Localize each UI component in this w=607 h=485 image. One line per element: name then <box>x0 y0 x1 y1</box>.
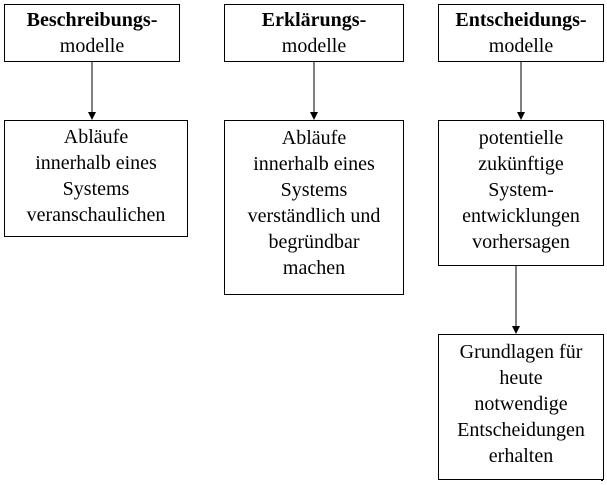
box-text-line: Abläufe <box>63 126 129 148</box>
box-text-line: zukünftige <box>478 153 564 175</box>
box-text-line: Grundlagen für <box>459 341 583 363</box>
box-ablaeufe-veranschaulichen: Abläufe innerhalb eines Systems veransch… <box>4 120 188 237</box>
box-text-line: notwendige <box>474 393 568 415</box>
header-title-line1: Beschreibungs- <box>26 9 158 31</box>
box-text-line: System- <box>488 179 554 201</box>
box-ablaeufe-verstaendlich: Abläufe innerhalb eines Systems verständ… <box>224 120 404 295</box>
header-title-line1: Erklärungs- <box>261 9 367 31</box>
box-text-line: entwicklungen <box>462 205 580 227</box>
box-text-line: erhalten <box>488 445 554 467</box>
box-text-line: Abläufe <box>281 127 347 149</box>
header-title-line2: modelle <box>488 35 554 57</box>
box-text-line: verständlich und <box>247 205 381 227</box>
box-text-line: innerhalb eines <box>35 152 157 174</box>
header-entscheidungsmodelle: Entscheidungs- modelle <box>438 4 604 62</box>
header-title-line2: modelle <box>59 35 125 57</box>
box-entscheidungsgrundlagen: Grundlagen für heute notwendige Entschei… <box>438 334 604 480</box>
box-text-line: Entscheidungen <box>457 419 585 441</box>
box-text-line: begründbar <box>268 231 360 253</box>
box-text-line: Systems <box>280 179 348 201</box>
box-text-line: veranschaulichen <box>26 204 166 226</box>
box-text-line: vorhersagen <box>472 231 570 253</box>
box-text-line: innerhalb eines <box>253 153 375 175</box>
header-erklaerungsmodelle: Erklärungs- modelle <box>224 4 404 62</box>
box-text-line: Systems <box>62 178 130 200</box>
box-text-line: potentielle <box>478 127 564 149</box>
box-systementwicklungen-vorhersagen: potentielle zukünftige System- entwicklu… <box>438 120 604 266</box>
header-title-line1: Entscheidungs- <box>455 9 587 31</box>
header-beschreibungsmodelle: Beschreibungs- modelle <box>4 4 180 62</box>
box-text-line: heute <box>499 367 543 389</box>
corner-dot <box>601 479 603 481</box>
header-title-line2: modelle <box>281 35 347 57</box>
box-text-line: machen <box>282 257 346 279</box>
